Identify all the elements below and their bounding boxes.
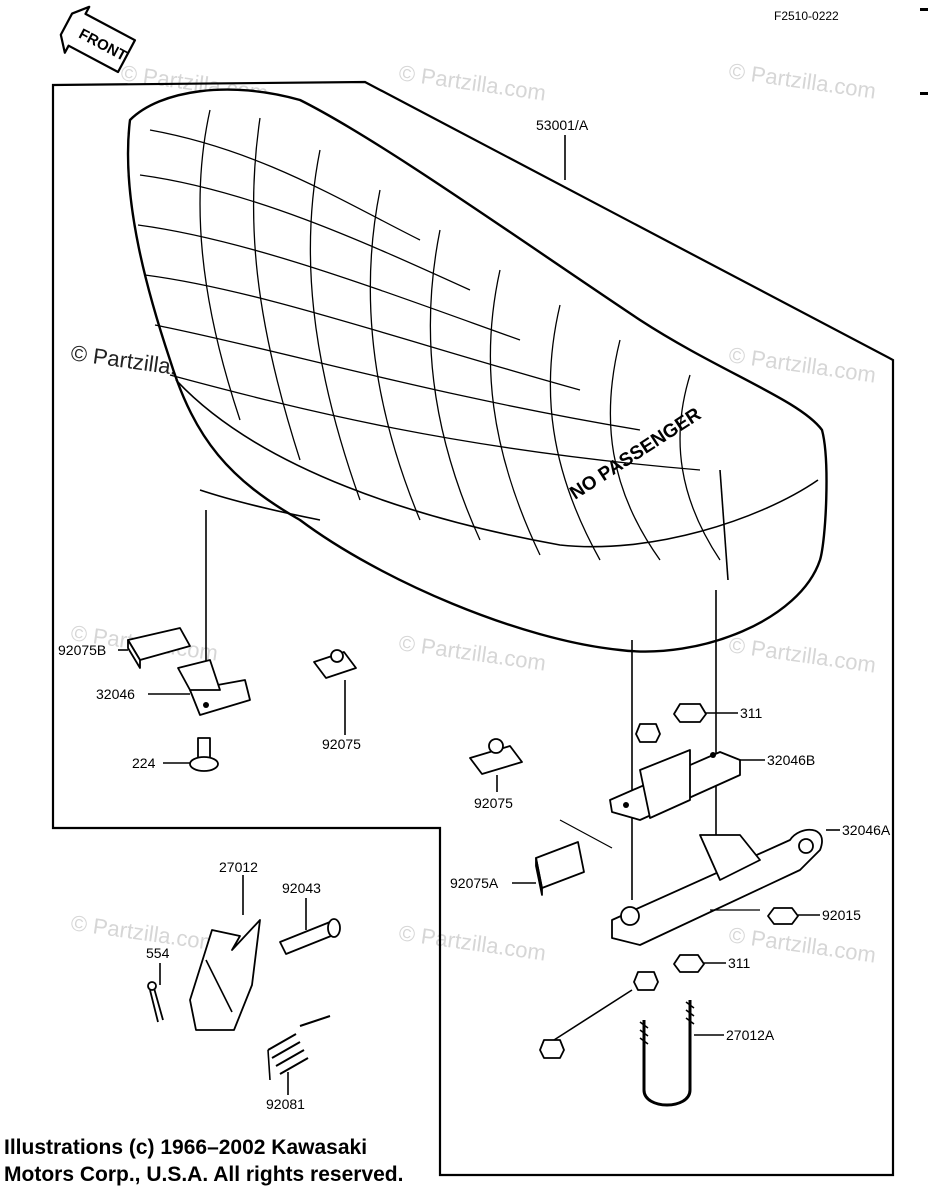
label-bracket-b: 32046B (767, 752, 815, 768)
label-nut-flange: 92015 (822, 907, 861, 923)
nut-lower-part (539, 954, 705, 1059)
watermark: © Partzilla.com (397, 920, 547, 965)
label-cotter-pin: 554 (146, 945, 170, 961)
copyright-line-2: Motors Corp., U.S.A. All rights reserved… (4, 1163, 404, 1186)
bolt-left-part (189, 737, 219, 772)
label-nut-top: 311 (740, 705, 763, 721)
cotter-pin-part (147, 981, 164, 1023)
label-seat: 53001/A (536, 117, 589, 133)
pin-part (279, 918, 341, 955)
label-bolt-left: 224 (132, 755, 156, 771)
figure-code: F2510-0222 (774, 9, 839, 23)
label-nut-lower: 311 (728, 955, 751, 971)
label-pin: 92043 (282, 880, 321, 896)
corner-mark (920, 8, 928, 11)
label-damper-mid: 92075 (474, 795, 513, 811)
label-u-bolt: 27012A (726, 1027, 775, 1043)
rubber-left-part (127, 627, 191, 669)
label-bracket-a: 32046A (842, 822, 891, 838)
nut-top-part (635, 703, 707, 743)
corner-mark (920, 92, 928, 95)
label-rubber-left: 92075B (58, 642, 106, 658)
nut-flange-part (767, 907, 799, 925)
watermark: © Partzilla.com (69, 910, 219, 955)
spring-part (267, 1015, 331, 1081)
label-spring: 92081 (266, 1096, 305, 1112)
bracket-b-part (609, 749, 741, 821)
label-damper-center: 92075 (322, 736, 361, 752)
watermark: © Partzilla.com (397, 630, 547, 675)
rubber-right-part (535, 841, 585, 896)
damper-center-part (313, 649, 357, 679)
watermark: © Partzilla.com (727, 58, 877, 103)
bracket-a-part (611, 828, 823, 946)
copyright-line-1: Illustrations (c) 1966–2002 Kawasaki (4, 1136, 368, 1159)
label-bracket-left: 32046 (96, 686, 135, 702)
watermark: © Partzilla.com (727, 632, 877, 677)
label-rubber-right: 92075A (450, 875, 499, 891)
u-bolt-part (639, 1000, 695, 1107)
section-frame (51, 80, 895, 1177)
seat-illustration: NO PASSENGER (126, 88, 828, 653)
hinge-part (189, 919, 261, 1031)
damper-mid-part (469, 738, 523, 775)
copyright-notice: Illustrations (c) 1966–2002 Kawasaki Mot… (4, 1134, 524, 1188)
bracket-left-part (177, 659, 251, 716)
watermark: © Partzilla.com (397, 60, 547, 105)
label-hinge: 27012 (219, 859, 258, 875)
